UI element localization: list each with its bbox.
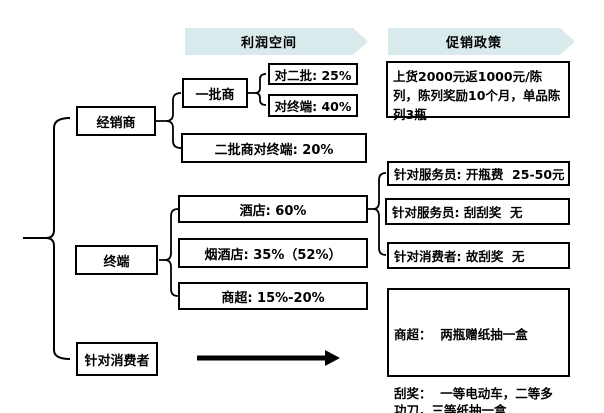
terminal-brace-connector (159, 208, 179, 297)
supermarket-box: 商超: 15%-20% (178, 282, 368, 310)
consumer-box: 针对消费者 (76, 342, 158, 376)
stocking-rebate-box: 上货2000元返1000元/陈列，陈列奖励10个月，单品陈列3瓶 (386, 61, 570, 122)
first-wholesaler-box: 一批商 (182, 78, 248, 108)
scratch-prizes-line: 刮奖： 一等电动车，二等多功刀，三等纸抽一盒 (394, 386, 553, 413)
consumer-scratch-box: 针对消费者: 故刮奖 无 (387, 242, 570, 269)
second-batch-to-terminal-box: 二批商对终端: 20% (181, 133, 367, 163)
profit-margin-banner: 利润空间 (185, 28, 368, 55)
promotion-policy-banner: 促销政策 (388, 28, 575, 55)
hotel-box: 酒店: 60% (178, 195, 368, 223)
waiter-bottle-fee-box: 针对服务员: 开瓶费 25-50元 (387, 161, 570, 186)
distributor-box: 经销商 (76, 106, 156, 136)
terminal-box: 终端 (75, 245, 158, 275)
waiter-scratch-box: 针对服务员: 刮刮奖 无 (385, 198, 570, 225)
distributor-brace-connector (156, 92, 182, 149)
consumer-promo-arrow (197, 350, 340, 366)
tobacco-shop-box: 烟酒店: 35%（52%） (178, 238, 368, 268)
wholesaler-brace-connector (248, 73, 267, 106)
to-second-batch-box: 对二批: 25% (268, 63, 358, 85)
to-terminal-box: 对终端: 40% (268, 94, 358, 117)
supermarket-gift-line: 商超： 两瓶赠纸抽一盒 (394, 326, 528, 342)
hotel-brace-connector (368, 172, 387, 256)
supermarket-promo-box: 商超： 两瓶赠纸抽一盒 刮奖： 一等电动车，二等多功刀，三等纸抽一盒 (387, 288, 570, 413)
left-brace-connector (23, 117, 71, 360)
